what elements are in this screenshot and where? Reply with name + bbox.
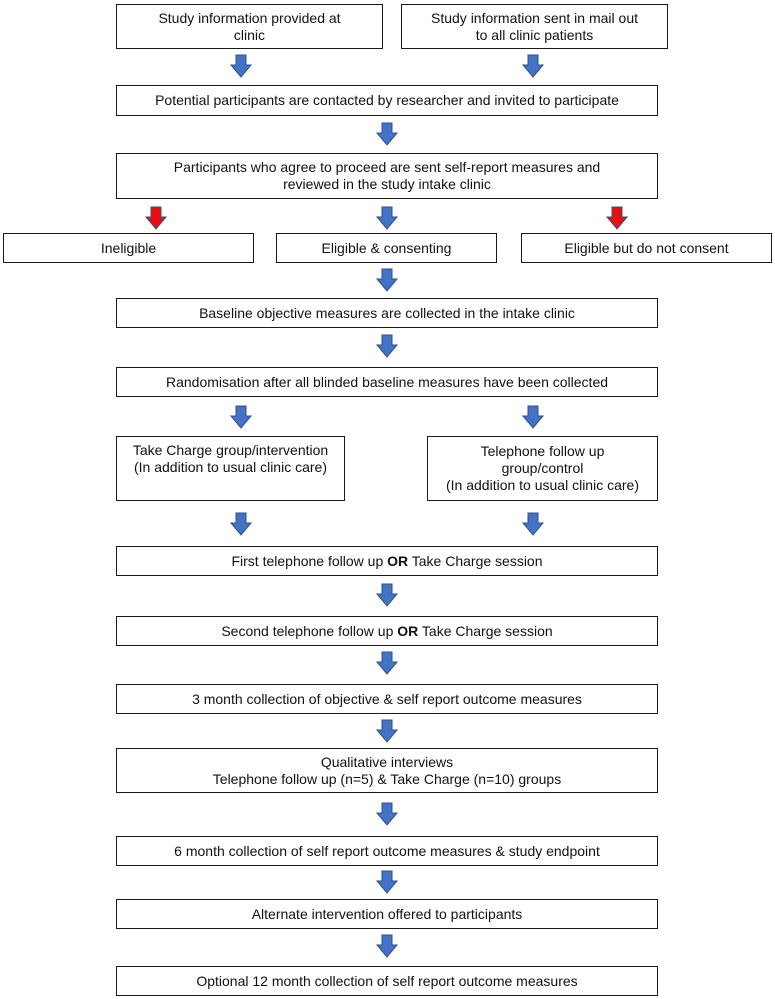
arrow-down-icon <box>522 54 544 78</box>
arrow-down-icon <box>230 54 252 78</box>
box-eligible: Eligible & consenting <box>276 233 497 263</box>
box-agree-text: Participants who agree to proceed are se… <box>173 159 601 192</box>
box-no-consent-text: Eligible but do not consent <box>564 239 729 256</box>
arrow-down-icon <box>376 206 398 230</box>
box-take-charge-group: Take Charge group/intervention (In addit… <box>116 436 345 501</box>
arrow-down-icon <box>376 802 398 826</box>
box-baseline: Baseline objective measures are collecte… <box>116 298 658 328</box>
arrow-down-red-icon <box>145 206 167 230</box>
box-baseline-text: Baseline objective measures are collecte… <box>199 304 575 321</box>
box-second-followup-text: Second telephone follow up OR Take Charg… <box>221 622 553 639</box>
box-alternate-text: Alternate intervention offered to partic… <box>251 905 523 922</box>
box-no-consent: Eligible but do not consent <box>521 233 772 263</box>
box-info-mail-text: Study information sent in mail out to al… <box>431 9 638 43</box>
box-six-month: 6 month collection of self report outcom… <box>116 836 658 866</box>
box-contacted-text: Potential participants are contacted by … <box>155 92 619 108</box>
box-three-month: 3 month collection of objective & self r… <box>116 684 658 714</box>
arrow-down-icon <box>376 870 398 894</box>
arrow-down-icon <box>376 651 398 675</box>
box-info-mail: Study information sent in mail out to al… <box>401 4 668 49</box>
box-randomisation-text: Randomisation after all blinded baseline… <box>165 373 609 390</box>
box-second-followup: Second telephone follow up OR Take Charg… <box>116 616 658 646</box>
arrow-down-icon <box>376 268 398 292</box>
box-ineligible-text: Ineligible <box>100 239 157 256</box>
box-info-clinic-text: Study information provided at clinic <box>158 9 341 43</box>
box-twelve-month: Optional 12 month collection of self rep… <box>116 966 658 996</box>
box-qualitative: Qualitative interviews Telephone follow … <box>116 748 658 793</box>
box-telephone-group-text: Telephone follow up group/control (In ad… <box>446 443 639 493</box>
arrow-down-icon <box>522 405 544 429</box>
box-agree: Participants who agree to proceed are se… <box>116 153 658 199</box>
box-first-followup: First telephone follow up OR Take Charge… <box>116 546 658 576</box>
arrow-down-icon <box>376 334 398 358</box>
arrow-down-icon <box>522 512 544 536</box>
box-randomisation: Randomisation after all blinded baseline… <box>116 367 658 397</box>
arrow-down-icon <box>376 934 398 958</box>
box-twelve-month-text: Optional 12 month collection of self rep… <box>196 972 578 989</box>
box-first-followup-text: First telephone follow up OR Take Charge… <box>231 552 543 569</box>
arrow-down-icon <box>376 719 398 743</box>
arrow-down-icon <box>376 122 398 146</box>
box-take-charge-group-text: Take Charge group/intervention (In addit… <box>132 442 329 475</box>
arrow-down-red-icon <box>606 206 628 230</box>
arrow-down-icon <box>376 583 398 607</box>
box-three-month-text: 3 month collection of objective & self r… <box>192 690 582 707</box>
box-ineligible: Ineligible <box>3 233 254 263</box>
box-alternate: Alternate intervention offered to partic… <box>116 899 658 929</box>
arrow-down-icon <box>230 405 252 429</box>
box-telephone-group: Telephone follow up group/control (In ad… <box>427 436 658 501</box>
box-six-month-text: 6 month collection of self report outcom… <box>174 842 600 859</box>
box-qualitative-text: Qualitative interviews Telephone follow … <box>212 753 562 787</box>
box-contacted: Potential participants are contacted by … <box>116 85 658 116</box>
arrow-down-icon <box>230 512 252 536</box>
box-info-clinic: Study information provided at clinic <box>116 4 383 49</box>
box-eligible-text: Eligible & consenting <box>321 239 452 256</box>
